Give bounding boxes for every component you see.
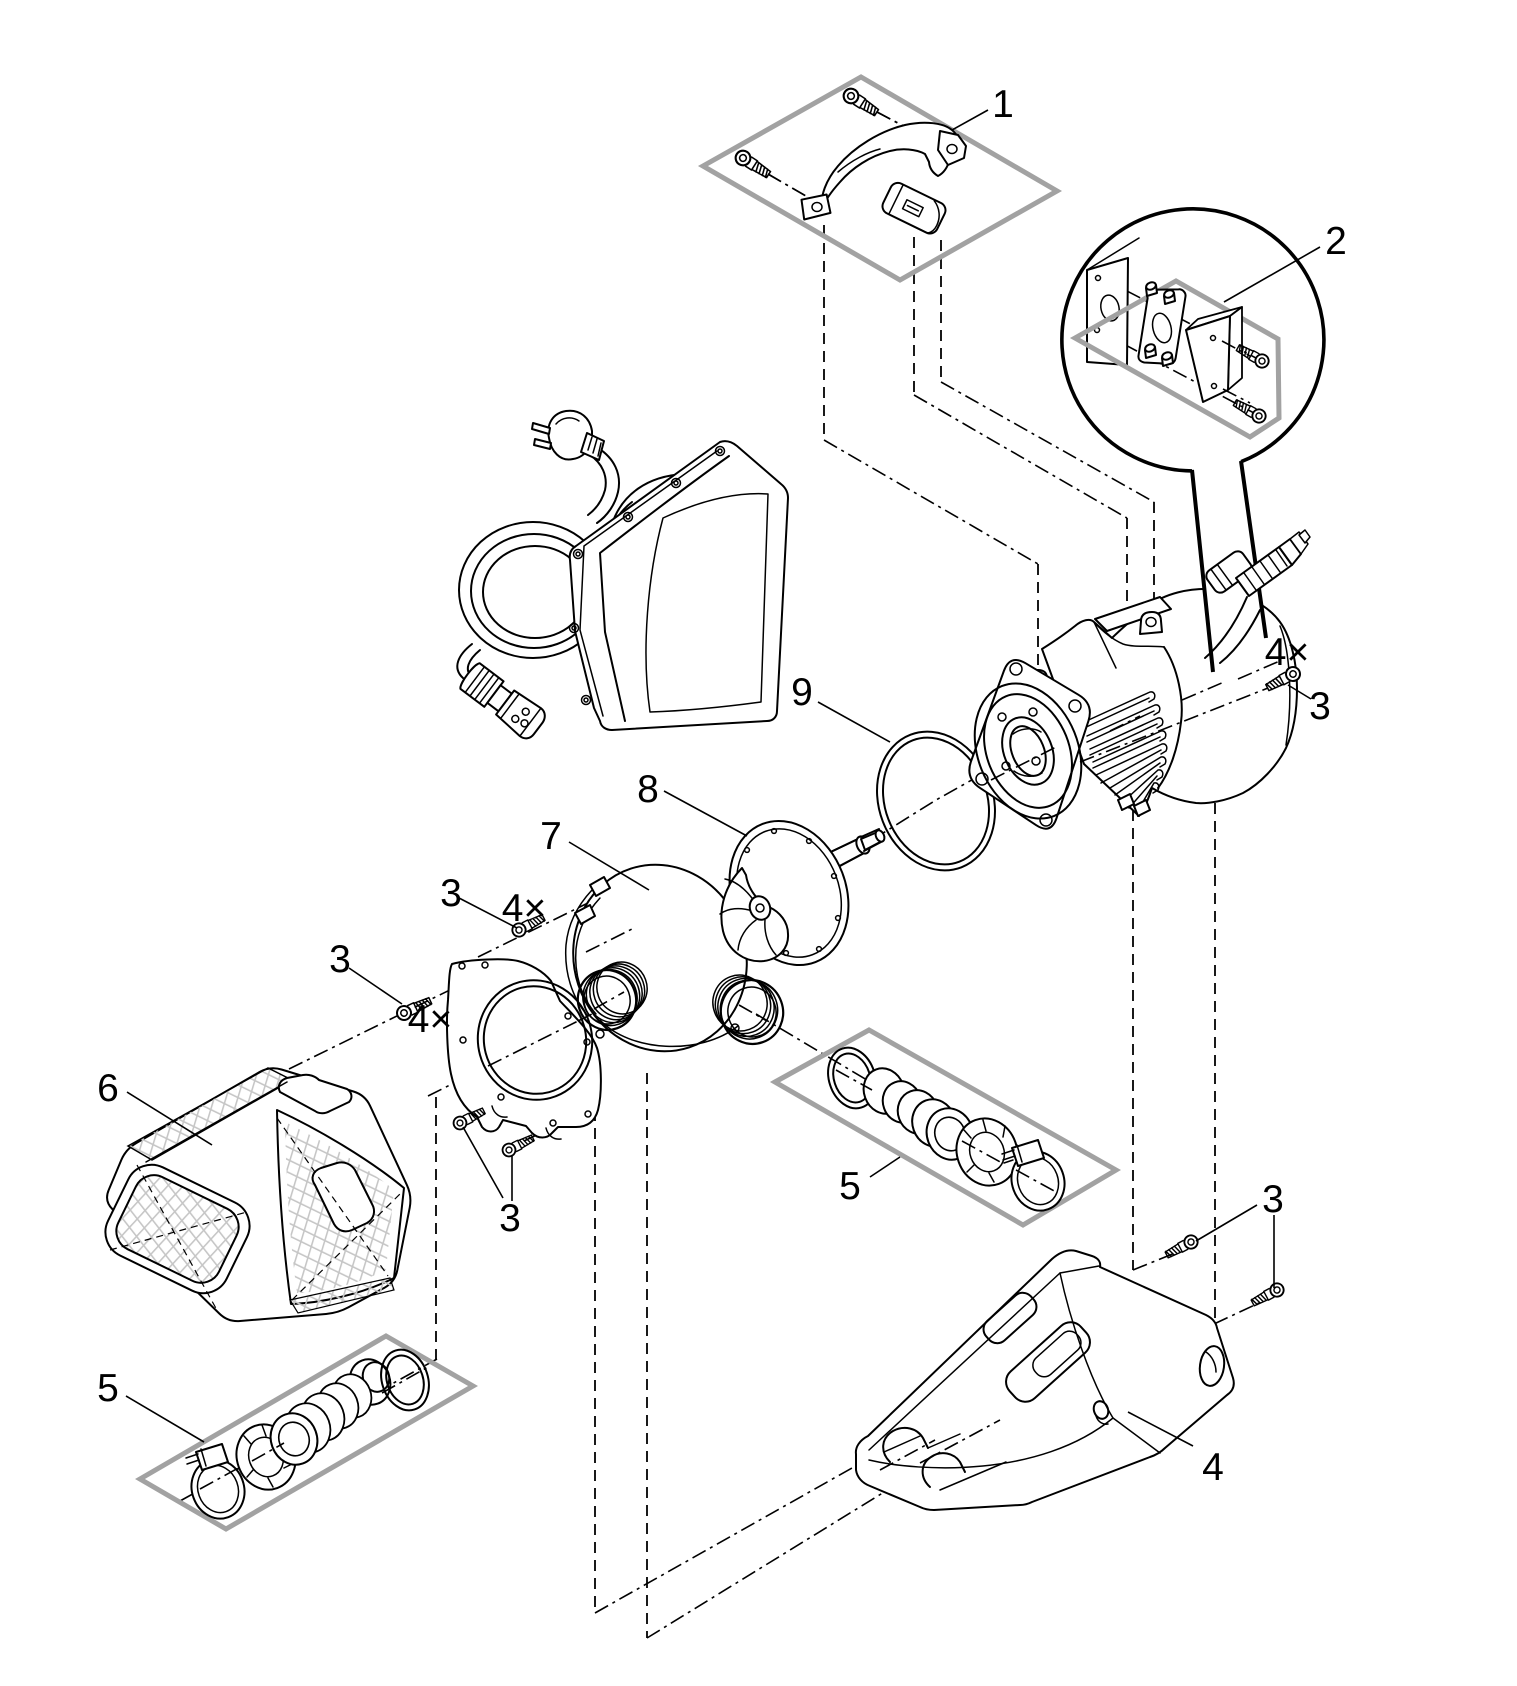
svg-text:9: 9	[791, 671, 813, 714]
svg-text:7: 7	[540, 815, 562, 858]
svg-text:3: 3	[1262, 1178, 1284, 1221]
svg-text:4×: 4×	[1265, 631, 1309, 674]
svg-text:3: 3	[440, 872, 462, 915]
svg-text:4: 4	[1202, 1446, 1224, 1489]
svg-text:8: 8	[637, 768, 659, 811]
svg-text:5: 5	[97, 1367, 119, 1410]
svg-text:4×: 4×	[502, 887, 546, 930]
svg-text:1: 1	[992, 83, 1014, 126]
svg-text:4×: 4×	[408, 998, 452, 1041]
svg-text:3: 3	[329, 938, 351, 981]
svg-text:6: 6	[97, 1067, 119, 1110]
svg-text:5: 5	[839, 1165, 861, 1208]
svg-text:3: 3	[499, 1197, 521, 1240]
svg-text:2: 2	[1325, 220, 1347, 263]
svg-text:3: 3	[1309, 685, 1331, 728]
